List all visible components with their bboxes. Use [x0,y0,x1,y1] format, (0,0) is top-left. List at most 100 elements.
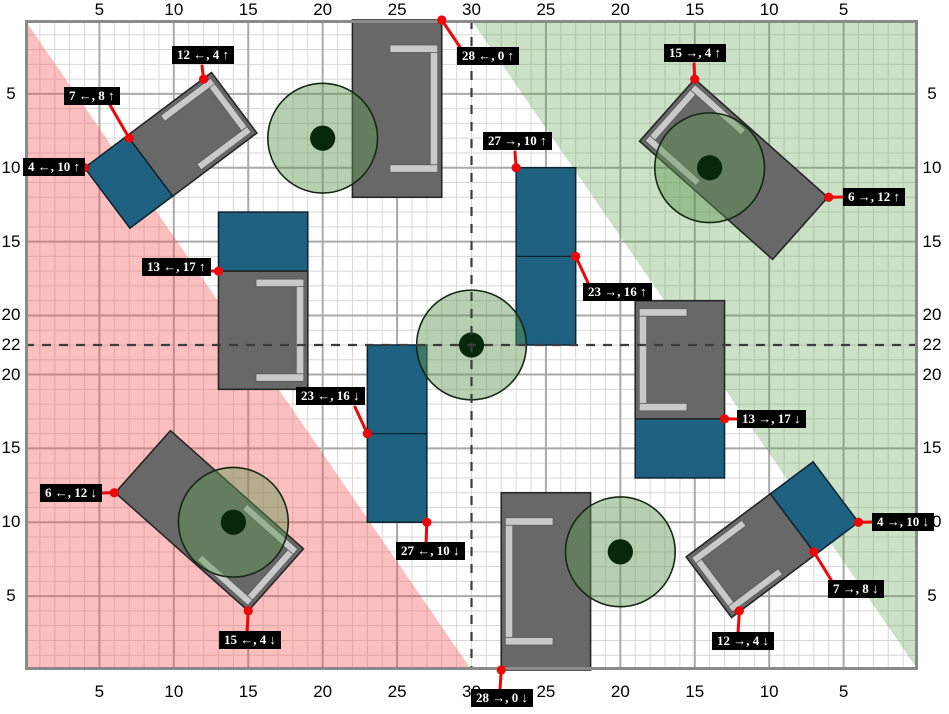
measurement-dot[interactable] [437,15,447,25]
chair-arm [638,308,688,317]
axis-tick-label: 25 [387,682,407,701]
callout-label: 4 →, 10 ↓ [872,513,934,531]
chair-arm [159,77,216,122]
chair-back [295,278,305,382]
axis-tick-label: 5 [838,682,849,701]
chair-arm [638,402,688,412]
callout-line [108,103,131,140]
bench-rect [83,134,174,230]
measurement-dot[interactable] [690,74,700,84]
axis-tick-label: 20 [313,682,333,701]
axis-tick-label: 10 [164,682,184,701]
measurement-dot[interactable] [824,192,834,202]
callout-label: 6 ←, 12 ↓ [40,484,102,502]
axis-tick-label: 10 [164,0,184,19]
axis-tick-label: 15 [685,682,705,701]
callout-label: 15 →, 4 ↑ [664,44,726,62]
chair-arm [727,568,784,613]
chair-arm [504,637,554,646]
measurement-dot[interactable] [422,517,432,527]
axis-tick-label: 22 [922,335,942,354]
axis-tick-label: 15 [922,231,942,251]
axis-tick-label: 10 [759,0,779,19]
axis-tick-label: 22 [1,335,21,354]
plot-border [25,20,918,670]
callout-line [574,254,592,289]
axis-tick-label: 15 [238,0,258,19]
furniture-layer [83,19,860,671]
measurement-dot[interactable] [734,606,745,616]
axis-tick-label: 15 [922,438,942,458]
axis-tick-label: 5 [927,83,937,103]
measurement-dot[interactable] [109,488,119,498]
axis-tick-label: 25 [387,0,407,19]
measurement-dot[interactable] [213,266,224,276]
callout-line [440,18,464,52]
callout-label: 15 ←, 4 ↓ [219,631,281,649]
axis-tick-label: 5 [94,682,105,701]
axis-tick-label: 10 [759,682,779,701]
measurement-dot[interactable] [496,665,506,675]
desk-rect [638,77,829,261]
axis-tick-label: 5 [838,0,849,19]
axis-tick-label: 15 [1,438,21,458]
measurement-dot[interactable] [124,133,134,143]
axis-tick-label: 20 [1,305,21,325]
callout-label: 23 →, 16 ↑ [583,283,652,301]
callout-line [812,550,835,585]
callout-label: 6 →, 12 ↑ [843,188,905,206]
axis-tick-label: 5 [6,83,16,103]
chair-arm [389,164,439,173]
chair-arm [255,278,305,288]
measurement-dot[interactable] [719,414,730,424]
axis-tick-label: 5 [94,0,105,19]
measurement-dot[interactable] [199,74,209,84]
table-center-dot [310,125,336,151]
desk-rect [114,429,305,613]
rotated-desk-set [83,71,258,230]
callout-label: 13 ←, 17 ↑ [142,258,211,276]
rotated-desk-set [114,429,305,613]
chair-back [638,308,648,412]
measurement-dot[interactable] [571,251,581,261]
table-center-dot [220,509,246,535]
callout-label: 7 ←, 8 ↑ [64,87,120,105]
desk-rect [217,270,309,391]
callout-label: 13 →, 17 ↓ [737,410,806,428]
measurement-dot[interactable] [853,517,864,527]
axis-tick-label: 5 [6,586,16,606]
field-plot [25,15,918,692]
chair-arm [196,126,252,171]
callout-label: 28 ←, 0 ↑ [457,47,519,65]
axis-tick-label: 10 [1,157,21,177]
table-center-dot [607,539,633,565]
axis-tick-label: 20 [610,0,630,19]
chair-back [429,44,439,173]
axis-tick-label: 20 [922,364,942,384]
callout-label: 4 ←, 10 ↑ [23,158,85,176]
measurement-dot[interactable] [362,429,372,439]
chair-arm [504,517,554,526]
axis-tick-label: 15 [685,0,705,19]
rotated-desk-set [638,77,829,261]
measurement-dot[interactable] [243,606,253,616]
axis-tick-label: 15 [1,231,21,251]
chair-back [504,517,514,646]
measurement-dot[interactable] [809,547,819,557]
axis-tick-label: 25 [536,0,556,19]
chair-arm [255,373,305,382]
callout-label: 27 →, 10 ↑ [483,132,552,150]
axis-tick-label: 5 [927,586,937,606]
measurement-dot[interactable] [511,163,521,173]
bench-rect [634,418,726,479]
table-center-dot [697,155,723,181]
callout-label: 28 →, 0 ↓ [471,689,533,707]
axis-tick-label: 20 [1,364,21,384]
axis-tick-label: 25 [536,682,556,701]
bench-rect [217,211,309,272]
axis-tick-label: 10 [1,512,21,532]
axis-tick-label: 20 [610,682,630,701]
callout-line [353,405,369,436]
axis-tick-label: 10 [922,157,942,177]
